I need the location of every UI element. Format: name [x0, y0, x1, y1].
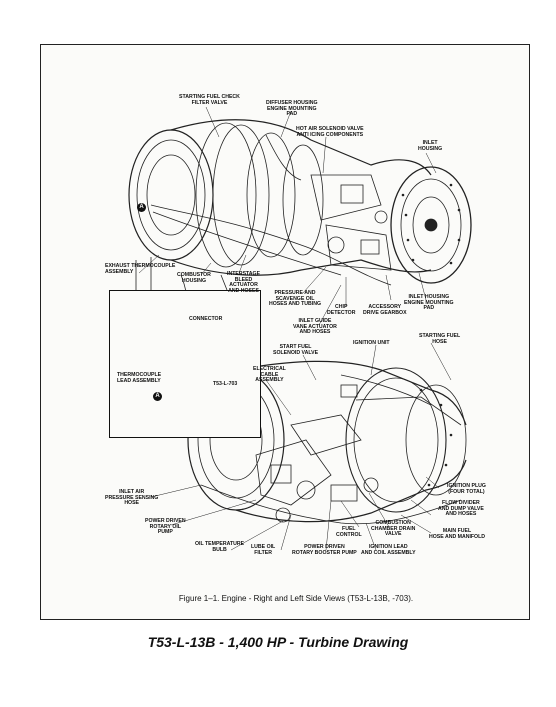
- figure-caption: Figure 1–1. Engine - Right and Left Side…: [178, 594, 414, 603]
- label-fuel-control: FUEL CONTROL: [336, 526, 362, 538]
- label-lube-oil-filter: LUBE OIL FILTER: [251, 544, 276, 556]
- label-combustion-drain: COMBUSTION CHAMBER DRAIN VALVE: [371, 520, 416, 538]
- label-inlet-guide-vane: INLET GUIDE VANE ACTUATOR AND HOSES: [293, 318, 337, 336]
- leader-lines: [138, 106, 452, 551]
- label-connector: CONNECTOR: [189, 316, 223, 322]
- label-thermocouple-lead: THERMOCOUPLE LEAD ASSEMBLY: [117, 372, 162, 384]
- engine-illustration: [128, 106, 472, 551]
- label-start-fuel-solenoid: START FUEL SOLENOID VALVE: [273, 344, 319, 356]
- label-starting-fuel-check: STARTING FUEL CHECK FILTER VALVE: [179, 94, 240, 106]
- label-pressure-scavenge: PRESSURE AND SCAVENGE OIL HOSES AND TUBI…: [269, 290, 321, 308]
- label-inlet-air-pressure: INLET AIR PRESSURE SENSING HOSE: [105, 489, 159, 507]
- label-diffuser-housing: DIFFUSER HOUSING ENGINE MOUNTING PAD: [266, 100, 318, 118]
- inset-detail-box: [109, 290, 261, 438]
- label-ignition-plug: IGNITION PLUG (FOUR TOTAL): [447, 483, 486, 495]
- page-title: T53-L-13B - 1,400 HP - Turbine Drawing: [147, 634, 409, 650]
- label-main-fuel-hose: MAIN FUEL HOSE AND MANIFOLD: [429, 528, 486, 540]
- label-inset-tag: T53-L-703: [213, 381, 238, 387]
- right-side-engine-view: [128, 119, 472, 301]
- label-chip-detector: CHIP DETECTOR: [327, 304, 356, 316]
- label-power-driven-rotary-oil: POWER DRIVEN ROTARY OIL PUMP: [145, 518, 186, 536]
- label-inlet-housing-mount: INLET HOUSING ENGINE MOUNTING PAD: [404, 294, 454, 312]
- label-combustor-housing: COMBUSTOR HOUSING: [177, 272, 211, 284]
- label-starting-fuel-hose: STARTING FUEL HOSE: [419, 333, 461, 345]
- label-ignition-unit: IGNITION UNIT: [353, 340, 390, 346]
- label-power-driven-booster: POWER DRIVEN ROTARY BOOSTER PUMP: [292, 544, 357, 556]
- label-interstage-bleed: INTERSTAGE BLEED ACTUATOR AND HOSES: [227, 271, 261, 294]
- label-exhaust-thermocouple: EXHAUST THERMOCOUPLE ASSEMBLY: [105, 263, 176, 275]
- view-marker-a-inset: A: [153, 392, 162, 401]
- label-oil-temp-bulb: OIL TEMPERATURE BULB: [195, 541, 245, 553]
- label-inlet-housing-top: INLET HOUSING: [418, 140, 443, 152]
- view-marker-a-top: A: [137, 203, 146, 212]
- left-side-engine-view: [187, 360, 467, 525]
- label-flow-divider: FLOW DIVIDER AND DUMP VALVE AND HOSES: [438, 500, 484, 518]
- label-hot-air-solenoid: HOT AIR SOLENOID VALVE ANTI ICING COMPON…: [296, 126, 364, 138]
- label-electrical-cable: ELECTRICAL CABLE ASSEMBLY: [253, 366, 286, 384]
- label-ignition-lead: IGNITION LEAD AND COIL ASSEMBLY: [361, 544, 416, 556]
- drawing-sheet: A A STARTING FUEL CHECK FILTER VALVE DIF…: [40, 44, 530, 620]
- label-accessory-gearbox: ACCESSORY DRIVE GEARBOX: [363, 304, 407, 316]
